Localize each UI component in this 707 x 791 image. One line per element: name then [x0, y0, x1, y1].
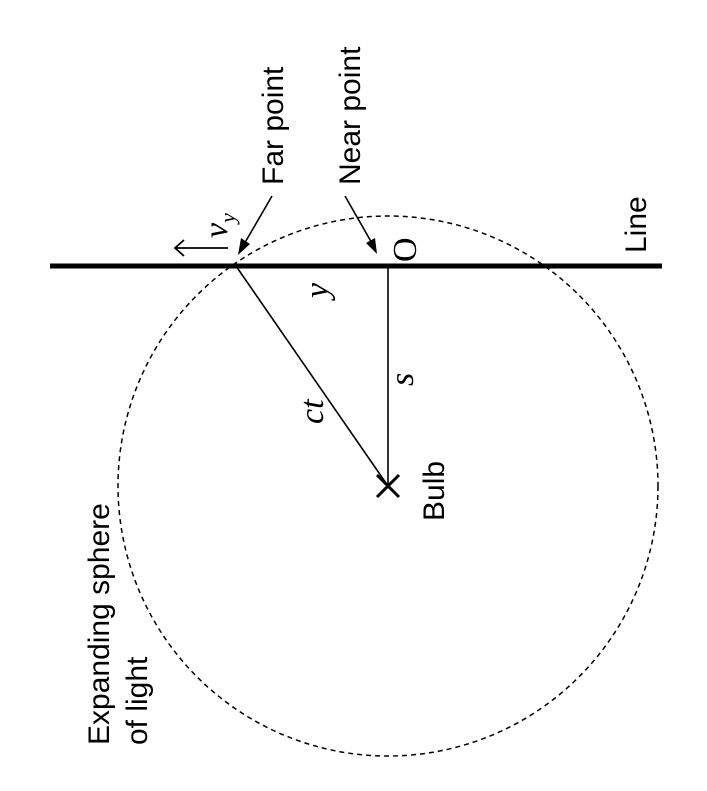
near-point-label: Near point	[334, 46, 367, 185]
svg-text:vy: vy	[198, 213, 240, 238]
bulb-label: Bulb	[418, 461, 451, 521]
origin-label: O	[387, 237, 424, 262]
velocity-v: v	[198, 222, 235, 238]
ct-label: ct	[294, 398, 331, 424]
far-point-label: Far point	[257, 66, 290, 185]
sphere-label-line1: Expanding sphere	[83, 503, 116, 745]
sphere-label-line2: of light	[121, 656, 154, 745]
ct-segment	[235, 265, 389, 487]
y-label: y	[299, 282, 336, 301]
velocity-subscript: y	[215, 213, 240, 225]
velocity-label: vy	[198, 213, 240, 238]
bulb-marker	[375, 473, 401, 499]
line-label: Line	[620, 196, 653, 253]
near-point-pointer	[344, 195, 377, 254]
expanding-sphere-circle	[117, 215, 659, 757]
velocity-arrow	[173, 239, 228, 257]
far-point-pointer	[238, 195, 273, 255]
s-label: s	[384, 373, 421, 386]
